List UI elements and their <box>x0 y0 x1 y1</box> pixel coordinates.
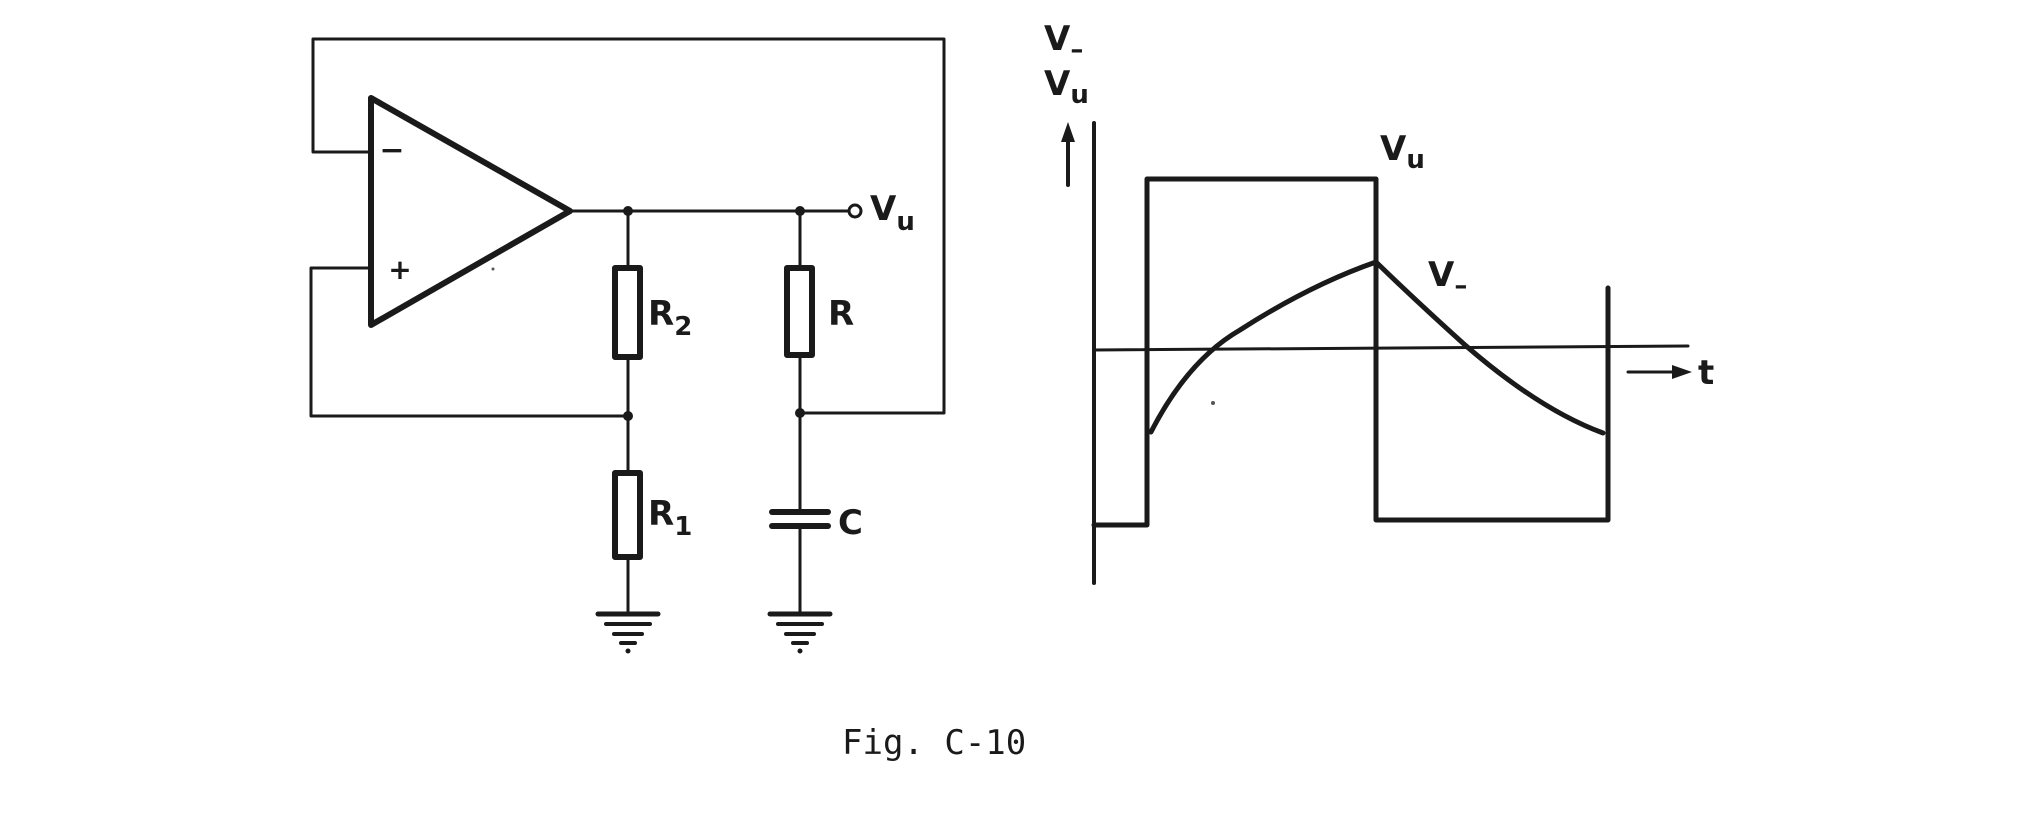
resistor-r1 <box>612 470 643 560</box>
opamp-plus-sign: + <box>388 253 411 286</box>
scan-speck <box>491 267 495 271</box>
charging-curve-vminus <box>1148 259 1379 435</box>
ground-symbol-left <box>595 611 661 654</box>
feedback-wire-rc <box>311 37 946 415</box>
discharging-curve-vminus <box>1373 259 1606 436</box>
figure-caption: Fig. C-10 <box>842 723 1026 763</box>
divider-node <box>623 411 633 421</box>
yaxis-label-vu: Vu <box>1044 64 1089 110</box>
waveform-graph: V– Vu t Vu V– <box>1044 19 1714 585</box>
rc-node <box>795 408 805 418</box>
yaxis-label-vminus: V– <box>1044 19 1083 65</box>
ground-symbol-right <box>767 611 833 654</box>
square-wave-vu <box>1091 176 1611 528</box>
r-label: R <box>828 294 854 334</box>
feedback-wire-divider <box>309 266 630 418</box>
circuit-diagram: − + Vu R2 R1 R <box>309 37 946 654</box>
xaxis-label-t: t <box>1698 353 1714 393</box>
scan-speck <box>1211 401 1215 405</box>
vu-curve-label: Vu <box>1380 129 1425 175</box>
xaxis-arrowhead <box>1672 365 1692 379</box>
r1-label: R1 <box>648 494 692 542</box>
c-label: C <box>838 503 863 543</box>
resistor-r2 <box>612 265 643 360</box>
opamp-minus-sign: − <box>379 133 404 168</box>
vminus-curve-label: V– <box>1428 255 1467 301</box>
r2-label: R2 <box>648 294 692 342</box>
opamp-triangle <box>368 95 573 328</box>
output-label: Vu <box>870 189 915 237</box>
output-terminal <box>847 203 863 219</box>
yaxis-arrowhead <box>1061 122 1075 142</box>
x-axis <box>1092 344 1690 352</box>
resistor-r <box>784 265 815 358</box>
